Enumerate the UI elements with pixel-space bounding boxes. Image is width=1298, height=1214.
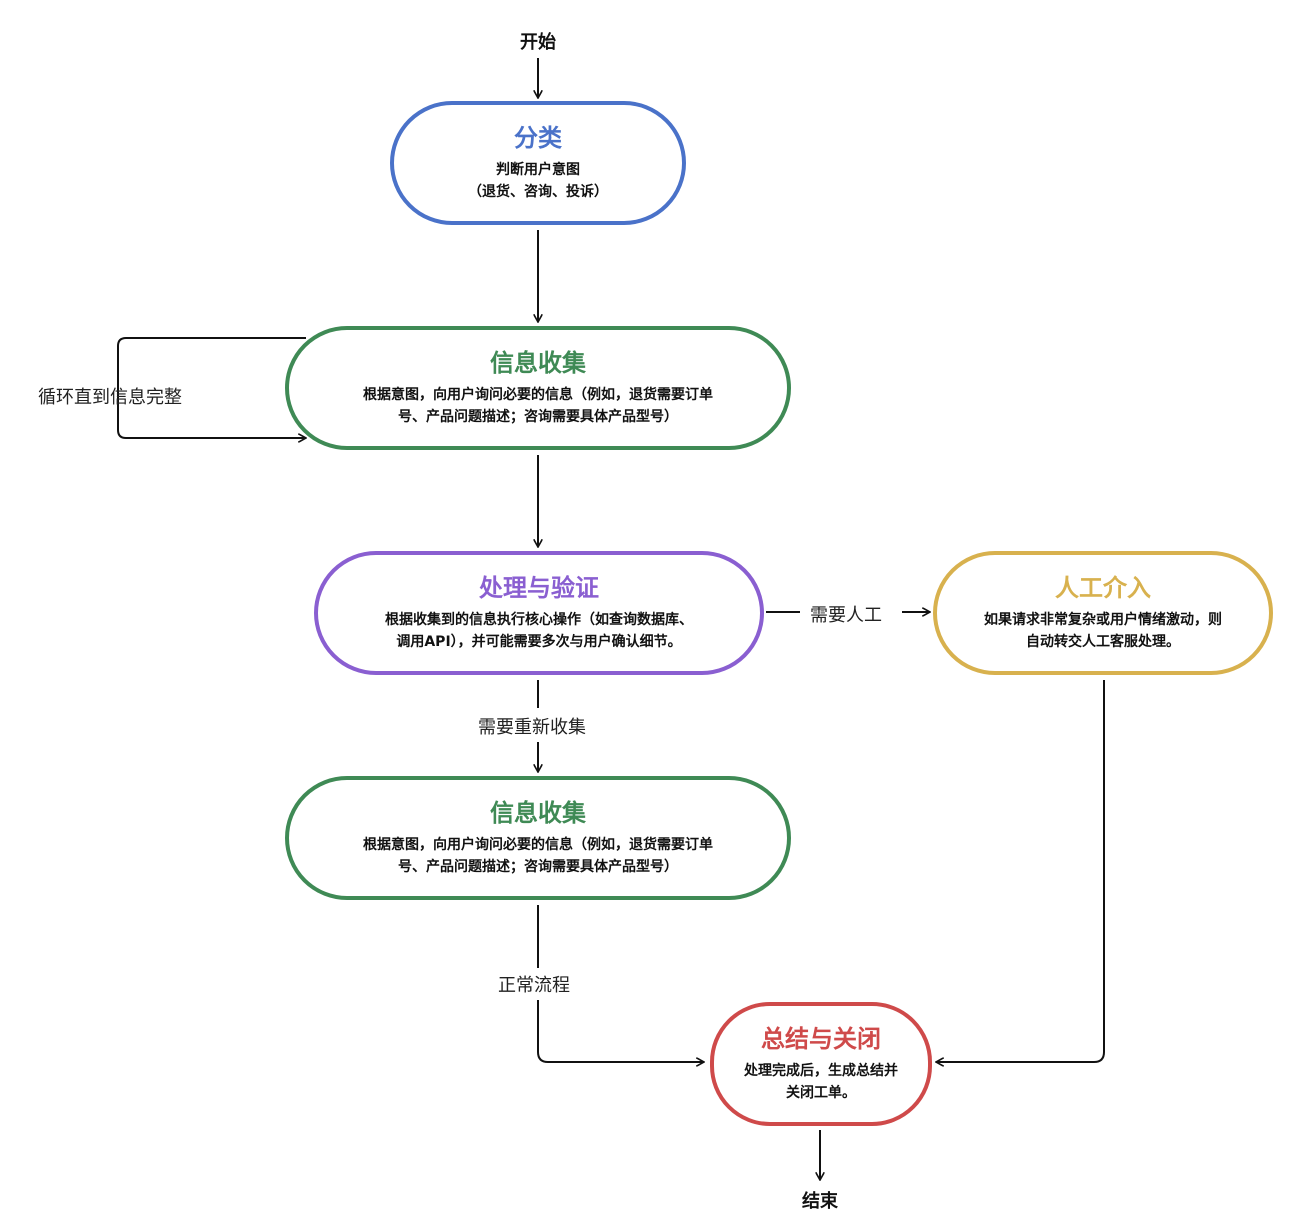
summary-close-title: 总结与关闭 bbox=[761, 1025, 881, 1053]
classify-desc-line-2: （退货、咨询、投诉） bbox=[468, 184, 608, 200]
summary-close-desc-line-2: 关闭工单。 bbox=[786, 1085, 856, 1101]
normal-flow-label: 正常流程 bbox=[494, 971, 574, 997]
classify-desc-line-1: 判断用户意图 bbox=[496, 162, 580, 178]
human-desc-line-1: 如果请求非常复杂或用户情绪激动，则 bbox=[984, 612, 1222, 628]
need-human-label: 需要人工 bbox=[806, 601, 886, 627]
info-collect-2-desc-line-2: 号、产品问题描述；咨询需要具体产品型号） bbox=[398, 859, 678, 875]
process-node: 处理与验证 根据收集到的信息执行核心操作（如查询数据库、 调用API），并可能需… bbox=[314, 551, 764, 675]
human-node: 人工介入 如果请求非常复杂或用户情绪激动，则 自动转交人工客服处理。 bbox=[933, 551, 1273, 675]
process-desc-line-2: 调用API），并可能需要多次与用户确认细节。 bbox=[396, 634, 682, 650]
info-collect-2-title: 信息收集 bbox=[490, 799, 586, 827]
edge-normal-b bbox=[537, 1000, 704, 1062]
classify-title: 分类 bbox=[514, 124, 562, 152]
summary-close-desc-line-1: 处理完成后，生成总结并 bbox=[744, 1063, 898, 1079]
info-collect-desc-line-2: 号、产品问题描述；咨询需要具体产品型号） bbox=[398, 409, 678, 425]
edge-human-close bbox=[936, 680, 1105, 1062]
info-collect-node-2: 信息收集 根据意图，向用户询问必要的信息（例如，退货需要订单 号、产品问题描述；… bbox=[285, 776, 791, 900]
info-collect-node: 信息收集 根据意图，向用户询问必要的信息（例如，退货需要订单 号、产品问题描述；… bbox=[285, 326, 791, 450]
process-title: 处理与验证 bbox=[479, 574, 599, 602]
edge-loop bbox=[117, 337, 306, 438]
info-collect-2-desc-line-1: 根据意图，向用户询问必要的信息（例如，退货需要订单 bbox=[363, 837, 713, 853]
info-collect-title: 信息收集 bbox=[490, 349, 586, 377]
loop-label: 循环直到信息完整 bbox=[38, 387, 182, 408]
info-collect-desc-line-1: 根据意图，向用户询问必要的信息（例如，退货需要订单 bbox=[363, 387, 713, 403]
human-desc-line-2: 自动转交人工客服处理。 bbox=[1026, 634, 1180, 650]
recollect-label: 需要重新收集 bbox=[474, 713, 590, 739]
process-desc-line-1: 根据收集到的信息执行核心操作（如查询数据库、 bbox=[385, 612, 693, 628]
summary-close-node: 总结与关闭 处理完成后，生成总结并 关闭工单。 bbox=[710, 1002, 932, 1126]
end-terminal: 结束 bbox=[802, 1191, 838, 1212]
human-title: 人工介入 bbox=[1055, 574, 1151, 602]
start-terminal: 开始 bbox=[520, 32, 556, 53]
classify-node: 分类 判断用户意图 （退货、咨询、投诉） bbox=[390, 101, 686, 225]
